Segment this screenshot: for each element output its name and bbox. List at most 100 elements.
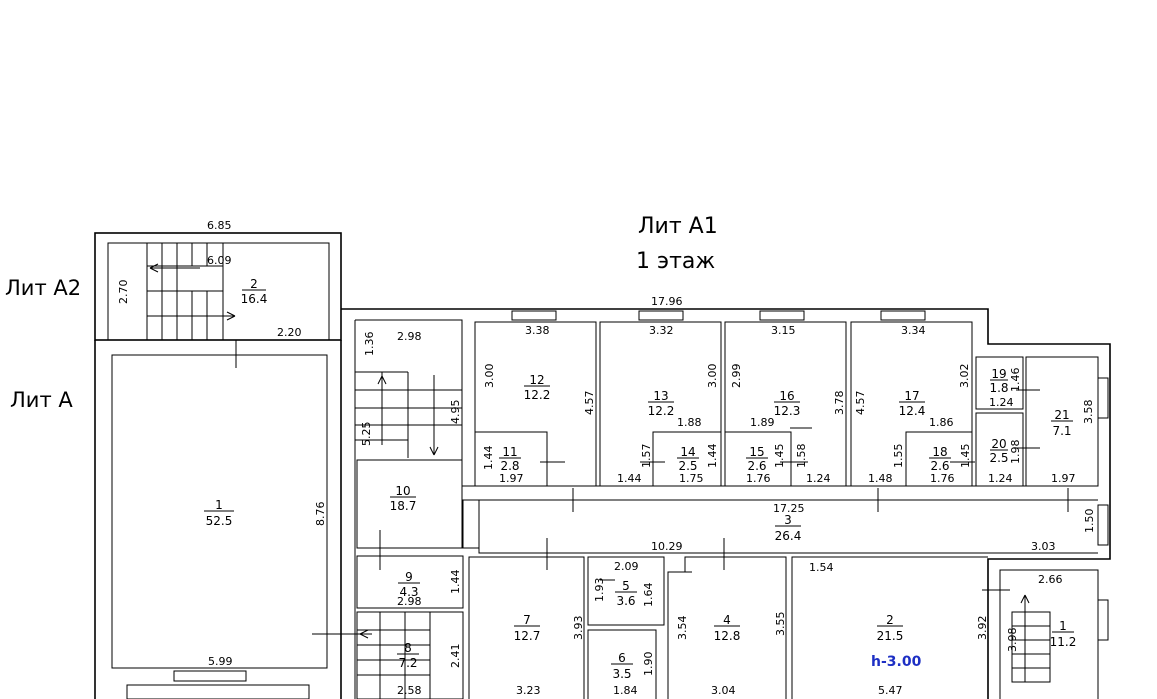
dimension: 1.54 (809, 561, 834, 574)
stairs-main (355, 371, 462, 458)
lit-a2-label: Лит А2 (5, 276, 81, 300)
room-19-area: 1.8 (989, 381, 1008, 395)
dimension: 1.89 (750, 416, 775, 429)
room-20-number: 20 (991, 437, 1006, 451)
dimension: 1.44 (449, 570, 462, 595)
room-5-area: 3.6 (616, 594, 635, 608)
room-19-number: 19 (991, 367, 1006, 381)
dimension: 1.36 (363, 332, 376, 357)
dimension: 1.24 (988, 472, 1013, 485)
dimension: 1.88 (677, 416, 702, 429)
outer-walls (94, 232, 1111, 699)
room-3-number: 3 (784, 513, 792, 527)
room-8-area: 7.2 (398, 656, 417, 670)
room-a2-2-area: 16.4 (241, 292, 268, 306)
room-21-area: 7.1 (1052, 424, 1071, 438)
dimension-labels: 6.85 6.09 2.70 2.20 17.96 1.36 2.98 3.38… (117, 219, 1096, 697)
room-11-area: 2.8 (500, 459, 519, 473)
room-12-area: 12.2 (524, 388, 551, 402)
dimension: 1.48 (868, 472, 893, 485)
dimension: 3.38 (525, 324, 550, 337)
dimension: 1.93 (593, 578, 606, 603)
room-6-area: 3.5 (612, 667, 631, 681)
dimension: 1.55 (892, 444, 905, 469)
room-12-number: 12 (529, 373, 544, 387)
dimension: 1.97 (1051, 472, 1076, 485)
dimension: 6.09 (207, 254, 232, 267)
dimension: 5.25 (360, 422, 373, 447)
room-15-area: 2.6 (747, 459, 766, 473)
dimension: 17.25 (773, 502, 805, 515)
room-17-number: 17 (904, 389, 919, 403)
lit-a-label: Лит А (10, 388, 73, 412)
dimension: 2.58 (397, 684, 422, 697)
dimension: 1.86 (929, 416, 954, 429)
room-14-area: 2.5 (678, 459, 697, 473)
dimension: 3.00 (483, 364, 496, 389)
room-a2-2-number: 2 (250, 277, 258, 291)
dimension: 1.45 (773, 444, 786, 469)
room-1-number: 1 (1059, 619, 1067, 633)
dimension: 1.84 (613, 684, 638, 697)
stairs-lit-a2 (146, 243, 236, 340)
room-7-area: 12.7 (514, 629, 541, 643)
dimension: 5.99 (208, 655, 233, 668)
room-20-area: 2.5 (989, 451, 1008, 465)
dimension: 3.03 (1031, 540, 1056, 553)
lit-a1-label: Лит А1 (638, 214, 718, 239)
dimension: 2.98 (397, 330, 422, 343)
dimension: 3.15 (771, 324, 796, 337)
room-5-number: 5 (622, 579, 630, 593)
dimension: 3.92 (976, 616, 989, 641)
room-11-number: 11 (502, 445, 517, 459)
dimension: 3.54 (676, 616, 689, 641)
dimension: 3.23 (516, 684, 541, 697)
dimension: 2.09 (614, 560, 639, 573)
room-18-number: 18 (932, 445, 947, 459)
room-2-number: 2 (886, 613, 894, 627)
interior-walls (173, 310, 1109, 699)
dimension: 1.58 (795, 444, 808, 469)
dimension: 3.34 (901, 324, 926, 337)
dimension: 3.02 (958, 364, 971, 389)
dimension: 2.20 (277, 326, 302, 339)
room-10-number: 10 (395, 484, 410, 498)
dimension: 1.64 (642, 583, 655, 608)
dimension: 6.85 (207, 219, 232, 232)
dimension: 1.44 (617, 472, 642, 485)
dimension: 3.32 (649, 324, 674, 337)
dimension: 3.93 (572, 616, 585, 641)
dimension: 1.44 (482, 446, 495, 471)
dimension: 1.24 (989, 396, 1014, 409)
dimension: 2.66 (1038, 573, 1063, 586)
dimension: 3.58 (1082, 400, 1095, 425)
room-17-area: 12.4 (899, 404, 926, 418)
room-1-area: 11.2 (1050, 635, 1077, 649)
dimension: 1.44 (706, 444, 719, 469)
room-21-number: 21 (1054, 408, 1069, 422)
stairs-room8 (312, 612, 431, 699)
dimension: 1.24 (806, 472, 831, 485)
dimension: 2.98 (397, 595, 422, 608)
room-9-number: 9 (405, 570, 413, 584)
room-14-number: 14 (680, 445, 695, 459)
room-8-number: 8 (404, 641, 412, 655)
dimension: 1.45 (959, 444, 972, 469)
room-7-number: 7 (523, 613, 531, 627)
dimension: 1.98 (1009, 440, 1022, 465)
dimension: 1.57 (640, 444, 653, 469)
dimension: 17.96 (651, 295, 683, 308)
dimension: 8.76 (314, 502, 327, 527)
dimension: 3.55 (774, 612, 787, 637)
room-4-area: 12.8 (714, 629, 741, 643)
room-a-1-number: 1 (215, 498, 223, 512)
dimension: 1.46 (1009, 368, 1022, 393)
room-2-area: 21.5 (877, 629, 904, 643)
room-10-area: 18.7 (390, 499, 417, 513)
dimension: 3.98 (1006, 628, 1019, 653)
dimension: 3.78 (833, 391, 846, 416)
dimension: 1.75 (679, 472, 704, 485)
dimension: 2.41 (449, 644, 462, 669)
floor-label: 1 этаж (636, 249, 715, 274)
room-18-area: 2.6 (930, 459, 949, 473)
